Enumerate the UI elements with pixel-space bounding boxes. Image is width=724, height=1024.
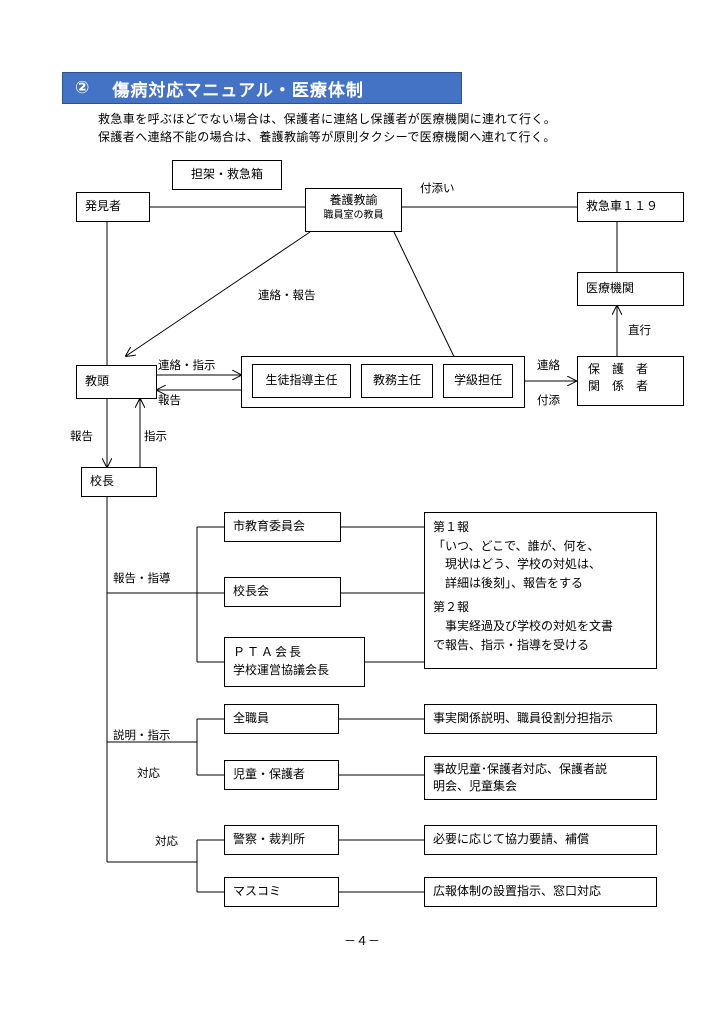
homeroom-teacher-label: 学級担任 [453, 373, 502, 388]
edge-label-accompany-2: 付添 [537, 393, 560, 407]
second-report-line-1: 事実経過及び学校の対処を文書 [433, 618, 614, 633]
related-persons-label: 関 係 者 [588, 379, 649, 394]
nurse-sublabel: 職員室の教員 [323, 209, 384, 221]
media-action-text: 広報体制の設置指示、窓口対応 [433, 884, 602, 899]
all-staff-box: 全職員 [224, 704, 339, 734]
second-report-title: 第２報 [433, 600, 470, 615]
vice-principal-box: 教頭 [76, 365, 157, 399]
medical-institution-box: 医療機関 [577, 272, 684, 306]
nurse-box: 養護教諭 職員室の教員 [305, 188, 402, 232]
edge-label-instruct: 指示 [144, 429, 167, 443]
students-action-line-1: 事故児童･保護者対応、保護者説 [433, 762, 608, 776]
student-guidance-label: 生徒指導主任 [265, 373, 338, 388]
finder-label: 発見者 [85, 199, 122, 214]
edge-label-explain-instruct: 説明・指示 [113, 728, 171, 742]
guardians-box: 保 護 者 関 係 者 [577, 356, 684, 406]
edge-label-contact: 連絡 [537, 358, 560, 372]
intro-line-1: 救急車を呼ぶほどでない場合は、保護者に連絡し保護者が医療機関に連れて行く。 [98, 112, 557, 126]
students-guardians-label: 児童・保護者 [233, 767, 306, 782]
staff-action-box: 事実関係説明、職員役割分担指示 [424, 704, 657, 734]
pta-president-label: ＰＴＡ会長 [233, 645, 304, 659]
police-action-box: 必要に応じて協力要請、補償 [424, 825, 657, 855]
edge-label-contact-instruct: 連絡・指示 [158, 358, 216, 372]
students-action-box: 事故児童･保護者対応、保護者説 明会、児童集会 [424, 756, 657, 800]
page-number: －４－ [343, 934, 380, 948]
principal-label: 校長 [90, 474, 115, 489]
second-report-line-2: で報告、指示・指導を受ける [433, 637, 590, 652]
edge-label-respond: 対応 [137, 766, 160, 780]
school-council-chair-label: 学校運営協議会長 [233, 663, 330, 677]
section-title: 傷病対応マニュアル・医療体制 [112, 80, 364, 101]
guardian-label: 保 護 者 [588, 362, 649, 376]
report-notes-box: 第１報 「いつ、どこで、誰が、何を、 現状はどう、学校の対処は、 詳細は後刻」、… [424, 512, 657, 669]
nurse-label: 養護教諭 [329, 193, 378, 207]
pta-box: ＰＴＡ会長 学校運営協議会長 [224, 637, 365, 687]
media-action-box: 広報体制の設置指示、窓口対応 [424, 877, 657, 907]
section-title-bar: ② 傷病対応マニュアル・医療体制 [62, 72, 462, 104]
principals-association-box: 校長会 [224, 577, 341, 607]
students-guardians-box: 児童・保護者 [224, 760, 339, 790]
finder-box: 発見者 [76, 192, 150, 222]
ambulance-box: 救急車１１９ [577, 192, 684, 222]
academic-affairs-box: 教務主任 [361, 364, 433, 398]
stretcher-label: 担架・救急箱 [190, 167, 263, 182]
city-board-label: 市教育委員会 [233, 519, 306, 534]
medical-institution-label: 医療機関 [586, 281, 635, 296]
staff-action-text: 事実関係説明、職員役割分担指示 [433, 711, 614, 726]
students-action-line-2: 明会、児童集会 [433, 779, 518, 794]
edge-label-report-guidance: 報告・指導 [113, 571, 171, 585]
section-number: ② [75, 78, 91, 98]
police-court-box: 警察・裁判所 [224, 825, 339, 855]
edge-label-direct: 直行 [628, 323, 651, 337]
first-report-title: 第１報 [433, 520, 470, 534]
media-box: マスコミ [224, 877, 339, 907]
principal-box: 校長 [81, 467, 157, 497]
media-label: マスコミ [233, 884, 282, 899]
city-board-of-education-box: 市教育委員会 [224, 512, 341, 542]
stretcher-box: 担架・救急箱 [172, 160, 282, 190]
police-court-label: 警察・裁判所 [233, 832, 306, 847]
homeroom-teacher-box: 学級担任 [443, 364, 513, 398]
edge-label-respond-2: 対応 [155, 834, 178, 848]
academic-affairs-label: 教務主任 [372, 373, 421, 388]
ambulance-label: 救急車１１９ [586, 199, 659, 214]
edge-label-report-left: 報告 [70, 429, 93, 443]
edge-label-report: 報告 [158, 393, 181, 407]
vice-principal-label: 教頭 [85, 374, 110, 389]
police-action-text: 必要に応じて協力要請、補償 [433, 832, 590, 847]
edge-label-contact-report: 連絡・報告 [258, 288, 316, 302]
principals-association-label: 校長会 [233, 584, 270, 599]
intro-line-2: 保護者へ連絡不能の場合は、養護教諭等が原則タクシーで医療機関へ連れて行く。 [98, 130, 556, 144]
edge-label-accompany: 付添い [420, 181, 455, 195]
first-report-line-2: 現状はどう、学校の対処は、 [433, 557, 602, 572]
all-staff-label: 全職員 [233, 711, 270, 726]
first-report-line-1: 「いつ、どこで、誰が、何を、 [433, 538, 600, 553]
first-report-line-3: 詳細は後刻」、報告をする [433, 575, 584, 590]
student-guidance-box: 生徒指導主任 [252, 364, 351, 398]
